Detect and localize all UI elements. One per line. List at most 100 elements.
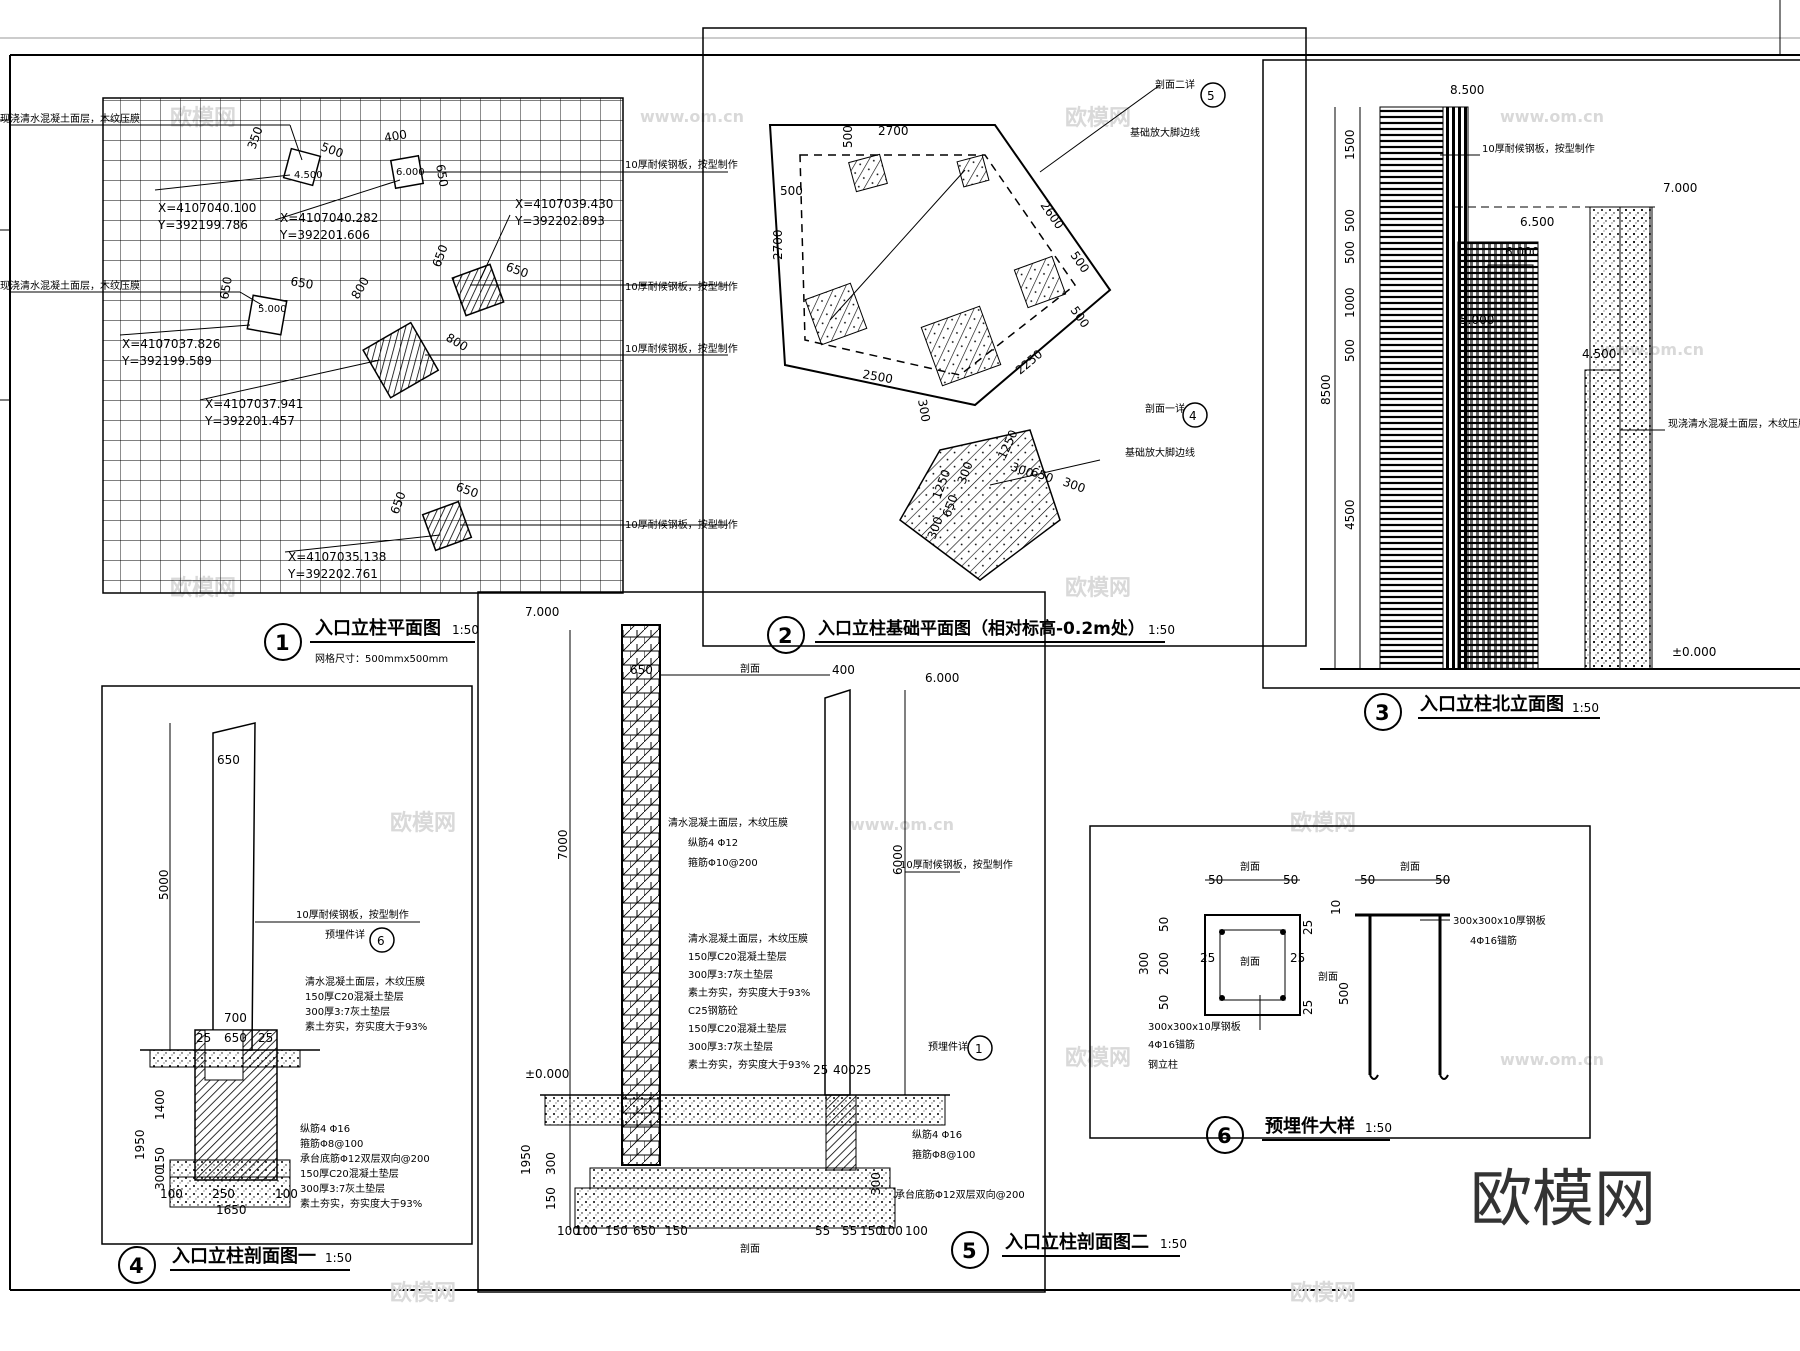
elev-label: 4.500 (1582, 347, 1616, 361)
svg-text:500: 500 (841, 125, 855, 148)
svg-text:300: 300 (1061, 475, 1087, 496)
drawing-number: 3 (1375, 701, 1390, 725)
elev-label: 6.500 (1520, 215, 1554, 229)
drawing-scale: 1:50 (1148, 623, 1175, 637)
watermarks: 欧模网 欧模网 www.om.cn www.om.cn 欧模网 欧模网 欧模网 … (170, 105, 1704, 1306)
svg-text:6000: 6000 (891, 844, 905, 875)
watermark-text: 欧模网 (1290, 810, 1356, 836)
callout-label: 剖面 (1240, 955, 1260, 968)
material-label: 10厚耐候钢板，按型制作 (625, 518, 738, 531)
elev-label: ±0.000 (1672, 645, 1716, 659)
svg-text:素土夯实，夯实度大于93%: 素土夯实，夯实度大于93% (300, 1197, 422, 1210)
callout-label: 剖面 (1240, 860, 1260, 873)
svg-text:素土夯实，夯实度大于93%: 素土夯实，夯实度大于93% (305, 1020, 427, 1033)
drawing-5-title-block: 5 入口立柱剖面图二 1:50 (951, 1231, 1187, 1269)
svg-text:100: 100 (275, 1187, 298, 1201)
material-label: 10厚耐候钢板，按型制作 (625, 158, 738, 171)
svg-text:100: 100 (557, 1224, 580, 1238)
svg-text:箍筋Φ8@100: 箍筋Φ8@100 (912, 1148, 975, 1161)
coord-y: Y=392202.761 (287, 567, 378, 581)
svg-text:1950: 1950 (133, 1129, 147, 1160)
coord-x: X=4107039.430 (515, 197, 613, 211)
svg-text:150: 150 (605, 1224, 628, 1238)
drawing-number: 5 (962, 1239, 977, 1263)
svg-text:150: 150 (665, 1224, 688, 1238)
leaders (10, 124, 728, 553)
drawing-6-embed-detail: 50 50 50 50 300 50 200 50 25 25 25 10 25… (1089, 825, 1591, 1154)
svg-text:55: 55 (842, 1224, 857, 1238)
drawing-6-frame (1089, 825, 1591, 1139)
drawing-2-title-block: 2 入口立柱基础平面图（相对标高-0.2m处） 1:50 (767, 616, 1175, 654)
svg-text:箍筋Φ10@200: 箍筋Φ10@200 (688, 856, 758, 869)
svg-text:300: 300 (153, 1167, 167, 1190)
svg-text:2700: 2700 (878, 124, 909, 138)
brand-logo-text: 欧模网 (1470, 1162, 1656, 1235)
svg-text:100: 100 (160, 1187, 183, 1201)
svg-text:50: 50 (1157, 995, 1171, 1010)
section-2-layer-labels: 清水混凝土面层，木纹压膜 纵筋4 Φ12 箍筋Φ10@200 清水混凝土面层，木… (668, 816, 1025, 1201)
svg-text:300厚3:7灰土垫层: 300厚3:7灰土垫层 (688, 1040, 773, 1053)
column-markers: 4.500 6.000 5.000 (246, 147, 505, 552)
svg-text:50: 50 (1435, 873, 1450, 887)
svg-text:50: 50 (1208, 873, 1223, 887)
plan-grid (102, 97, 624, 594)
section-callout: 6 (377, 934, 385, 948)
watermark-text: 欧模网 (390, 810, 456, 836)
coord-x: X=4107040.100 (158, 201, 256, 215)
drawing-number: 1 (275, 631, 290, 655)
svg-text:100: 100 (575, 1224, 598, 1238)
svg-text:1950: 1950 (519, 1144, 533, 1175)
svg-text:100: 100 (880, 1224, 903, 1238)
elev-label: 5.000 (1460, 313, 1494, 327)
watermark-text: 欧模网 (1065, 105, 1131, 131)
svg-text:300: 300 (544, 1152, 558, 1175)
svg-text:500: 500 (1068, 249, 1093, 276)
svg-text:300: 300 (1137, 952, 1151, 975)
callout-circle (264, 623, 302, 661)
svg-text:50: 50 (1157, 917, 1171, 932)
svg-text:400: 400 (383, 127, 408, 145)
watermark-text: 欧模网 (1065, 575, 1131, 601)
svg-text:25: 25 (196, 1031, 211, 1045)
drawing-number: 2 (778, 624, 793, 648)
svg-text:1400: 1400 (153, 1089, 167, 1120)
drawing-scale: 1:50 (1160, 1237, 1187, 1251)
drawing-scale: 1:50 (1365, 1121, 1392, 1135)
watermark-text: 欧模网 (390, 1280, 456, 1306)
svg-text:650: 650 (217, 276, 235, 301)
drawing-title: 入口立柱剖面图二 (1005, 1231, 1149, 1253)
section-1-layer-labels: 清水混凝土面层，木纹压膜 150厚C20混凝土垫层 300厚3:7灰土垫层 素土… (300, 975, 430, 1210)
svg-text:4500: 4500 (1343, 499, 1357, 530)
section-1-dimensions: 650 5000 700 25 650 25 1950 1400 150 300… (133, 753, 298, 1217)
elev-label: 7.000 (525, 605, 559, 619)
coord-y: Y=392201.606 (279, 228, 370, 242)
material-label: 现浇清水混凝土面层，木纹压膜 (0, 112, 140, 125)
svg-text:2500: 2500 (861, 367, 894, 386)
elevation-marks: 8.500 7.000 6.500 6.000 5.000 4.500 ±0.0… (1450, 83, 1716, 659)
coord-y: Y=392201.457 (204, 414, 295, 428)
callout-label: 剖面 (1400, 860, 1420, 873)
elev-label: 8.500 (1450, 83, 1484, 97)
material-label: 300x300x10厚钢板 (1148, 1020, 1241, 1033)
material-label: 10厚耐候钢板，按型制作 (900, 858, 1013, 871)
svg-text:素土夯实，夯实度大于93%: 素土夯实，夯实度大于93% (688, 1058, 810, 1071)
svg-text:500: 500 (1343, 339, 1357, 362)
material-label: 10厚耐候钢板，按型制作 (296, 908, 409, 921)
drawing-4-frame (101, 685, 473, 1245)
elev-label: 6.000 (925, 671, 959, 685)
coordinates: X=4107040.100 Y=392199.786 X=4107040.282… (121, 197, 613, 581)
svg-text:650: 650 (217, 753, 240, 767)
svg-text:300: 300 (915, 398, 933, 423)
elev-label: 5.000 (258, 304, 287, 315)
svg-text:150厚C20混凝土垫层: 150厚C20混凝土垫层 (688, 950, 787, 963)
drawing-4-title-block: 4 入口立柱剖面图一 1:50 (118, 1245, 352, 1284)
embed-dimensions: 50 50 50 50 300 50 200 50 25 25 25 10 25… (1137, 873, 1450, 1015)
elev-label: ±0.000 (525, 1067, 569, 1081)
drawing-3-north-elevation: 8.500 7.000 6.500 6.000 5.000 4.500 ±0.0… (1262, 59, 1800, 731)
svg-text:300: 300 (869, 1172, 883, 1195)
svg-text:25: 25 (1200, 951, 1215, 965)
watermark-text: 欧模网 (1065, 1045, 1131, 1071)
svg-text:预埋件详: 预埋件详 (928, 1040, 968, 1053)
svg-text:500: 500 (1343, 241, 1357, 264)
